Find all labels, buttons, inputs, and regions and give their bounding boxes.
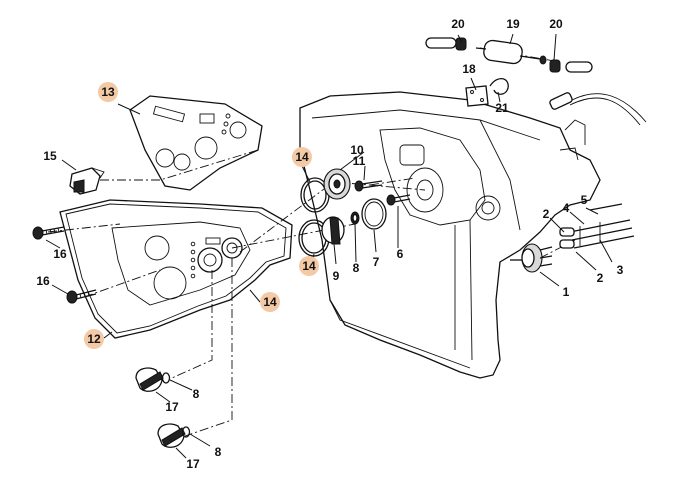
clip-15: [69, 167, 105, 195]
callout-15: 15: [43, 149, 57, 163]
screw-16a: [32, 226, 65, 240]
callout-17: 17: [186, 457, 200, 471]
callout-9: 9: [333, 269, 340, 283]
callout-19: 19: [506, 17, 520, 31]
callout-highlight: [299, 256, 319, 276]
screw-6: [386, 194, 411, 206]
hose-20a: [425, 37, 467, 51]
callout-20: 20: [451, 17, 465, 31]
bracket-18: [465, 85, 489, 107]
callout-8: 8: [353, 261, 360, 275]
callout-16: 16: [36, 274, 50, 288]
callout-21: 21: [495, 101, 509, 115]
knob-17a: [135, 367, 171, 392]
clip-21: [489, 78, 509, 95]
callout-2: 2: [543, 207, 550, 221]
callout-8: 8: [193, 387, 200, 401]
control-panel-12: [59, 199, 293, 339]
knob-17b: [157, 423, 191, 448]
wire-bundle-3-4-5: [559, 203, 635, 249]
callout-highlight: [260, 292, 280, 312]
leader-lines: [45, 33, 613, 459]
ring-7: [361, 198, 387, 230]
callout-13: 13: [101, 85, 115, 99]
knob-9: [321, 211, 360, 245]
callout-16: 16: [53, 247, 67, 261]
callout-14: 14: [302, 259, 316, 273]
callout-18: 18: [462, 62, 476, 76]
callout-4: 4: [563, 201, 570, 215]
callout-2: 2: [597, 271, 604, 285]
callout-highlight: [292, 147, 312, 167]
callout-7: 7: [373, 255, 380, 269]
knob-10: [323, 168, 351, 200]
callout-3: 3: [617, 263, 624, 277]
callout-20: 20: [549, 17, 563, 31]
callout-highlight: [98, 82, 118, 102]
fuel-filter-19: [475, 39, 547, 65]
screw-16b: [66, 289, 97, 304]
decal-plate-13: [129, 95, 263, 191]
callout-10: 10: [350, 143, 364, 157]
callout-highlight: [84, 329, 104, 349]
callout-14: 14: [295, 150, 309, 164]
callout-1: 1: [563, 285, 570, 299]
callout-17: 17: [165, 400, 179, 414]
hose-20b: [549, 59, 593, 73]
callout-12: 12: [87, 332, 101, 346]
callout-5: 5: [581, 193, 588, 207]
screw-11: [354, 180, 383, 192]
callout-8: 8: [215, 445, 222, 459]
callout-14: 14: [263, 295, 277, 309]
main-housing: [299, 91, 647, 379]
connector-1: [510, 243, 553, 273]
callout-11: 11: [353, 154, 366, 168]
callout-6: 6: [397, 247, 404, 261]
